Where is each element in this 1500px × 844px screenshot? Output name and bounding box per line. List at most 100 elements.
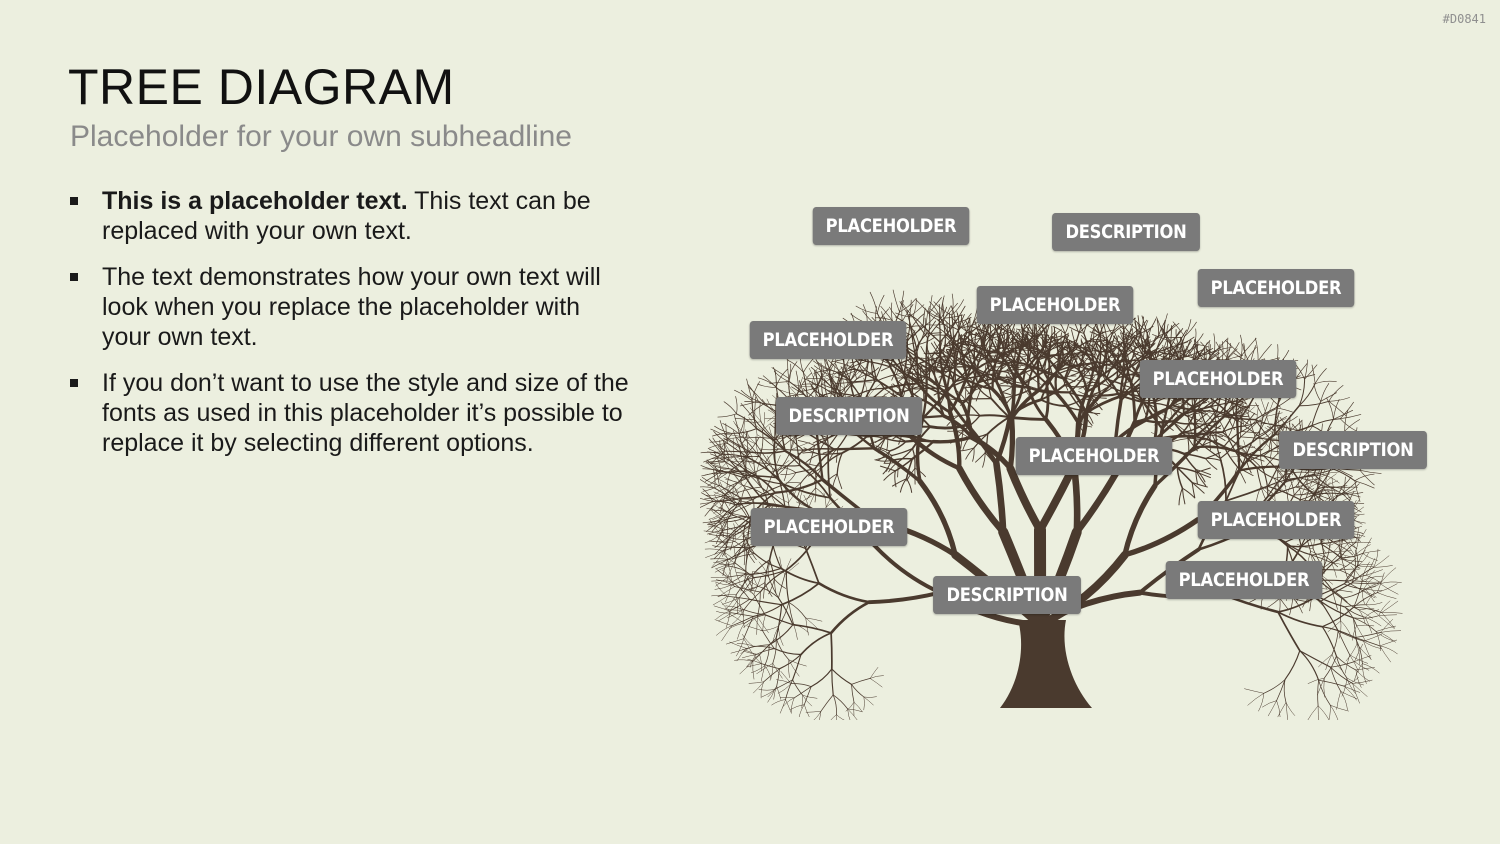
tree-branch: [819, 583, 869, 602]
tree-branch: [1330, 705, 1339, 720]
tree-branch: [743, 610, 765, 615]
tree-branch: [1268, 598, 1280, 607]
tree-branch: [980, 415, 1009, 417]
tree-branch: [864, 697, 874, 705]
tree-branch: [1261, 399, 1267, 417]
tree-branch: [1379, 616, 1395, 629]
tree-branch: [803, 453, 820, 455]
tree-branch: [1339, 621, 1341, 638]
tree-branch: [754, 618, 762, 631]
tree-label: DESCRIPTION: [933, 576, 1081, 614]
tree-branch: [1305, 472, 1320, 473]
tree-branch: [753, 661, 754, 679]
tree-branch: [1061, 333, 1062, 347]
tree-branch: [1333, 410, 1352, 419]
tree-branch: [926, 321, 935, 334]
tree-branch: [973, 448, 975, 461]
tree-branch: [1321, 383, 1329, 401]
tree-branch: [1357, 625, 1374, 626]
tree-label: PLACEHOLDER: [813, 207, 970, 245]
tree-branch: [721, 512, 730, 530]
tree-branch: [890, 442, 906, 452]
tree-branch: [768, 689, 775, 702]
tree-branch: [749, 682, 764, 684]
tree-branch: [1260, 438, 1261, 452]
tree-label: DESCRIPTION: [1052, 213, 1200, 251]
tree-branch: [826, 715, 836, 720]
tree-branch: [1330, 705, 1348, 711]
tree-branch: [1362, 591, 1364, 604]
tree-branch: [1206, 458, 1222, 460]
tree-branch: [1064, 386, 1083, 387]
tree-branch: [749, 388, 764, 404]
tree-branch: [781, 473, 796, 475]
tree-branch: [751, 666, 764, 673]
tree-label: PLACEHOLDER: [1140, 360, 1297, 398]
tree-branch: [976, 453, 986, 462]
tree-branch: [837, 474, 842, 489]
tree-branch: [1242, 432, 1259, 433]
tree-branch: [1276, 408, 1293, 412]
tree-branch: [1366, 589, 1383, 591]
tree-branch: [796, 371, 799, 392]
tree-branch: [1363, 538, 1372, 554]
tree-branch: [773, 663, 783, 678]
tree-branch: [1382, 612, 1403, 613]
tree-branch: [700, 501, 713, 508]
tree-branch: [725, 585, 731, 602]
tree-branch: [1353, 618, 1376, 632]
tree-branch: [1306, 706, 1318, 720]
tree-branch: [1299, 379, 1304, 406]
tree-branch: [1363, 553, 1378, 560]
tree-branch: [832, 669, 833, 695]
tree-branch: [866, 361, 890, 367]
tree-branch: [837, 453, 842, 474]
tree-branch: [726, 611, 730, 628]
tree-branch: [1353, 616, 1378, 619]
tree-branch: [818, 711, 821, 720]
tree-branch: [1380, 584, 1398, 595]
tree-branch: [1379, 615, 1397, 616]
tree-branch: [861, 376, 866, 397]
tree-branch: [1337, 691, 1341, 709]
tree-branch: [1140, 317, 1143, 333]
tree-branch: [1342, 559, 1348, 578]
tree-branch: [740, 661, 753, 674]
tree-branch: [1264, 680, 1285, 694]
tree-branch: [734, 415, 739, 434]
page-title: TREE DIAGRAM: [68, 58, 455, 116]
tree-branch: [763, 583, 765, 599]
tree-branch: [791, 683, 811, 686]
tree-branch: [1258, 344, 1271, 361]
tree-branch: [724, 402, 737, 414]
tree-branch: [1380, 640, 1397, 646]
tree-branch: [1339, 569, 1359, 570]
tree-branch: [774, 649, 801, 655]
slide-id: #D0841: [1443, 12, 1486, 26]
tree-branch: [737, 623, 744, 639]
bullet-square-icon: [70, 379, 78, 387]
tree-branch: [831, 602, 869, 633]
tree-branch: [772, 700, 786, 706]
bullet-square-icon: [70, 273, 78, 281]
tree-branch: [1318, 706, 1319, 720]
tree-branch: [756, 458, 761, 475]
tree-branch: [833, 695, 836, 715]
tree-branch: [1267, 413, 1283, 417]
tree-branch: [1331, 667, 1341, 691]
tree-branch: [874, 545, 940, 593]
tree-label: PLACEHOLDER: [1016, 437, 1173, 475]
tree-branch: [770, 663, 773, 680]
tree-branch: [798, 441, 814, 446]
tree-branch: [779, 575, 785, 598]
tree-branch: [1294, 493, 1314, 495]
tree-branch: [1206, 459, 1217, 470]
tree-branch: [811, 711, 821, 720]
tree-branch: [1380, 582, 1401, 584]
bullet-item: This is a placeholder text. This text ca…: [70, 186, 630, 246]
tree-branch: [1328, 621, 1341, 632]
tree-branch: [884, 471, 895, 480]
tree-label: PLACEHOLDER: [1198, 501, 1355, 539]
tree-branch: [793, 625, 831, 633]
tree-branch: [770, 464, 800, 466]
